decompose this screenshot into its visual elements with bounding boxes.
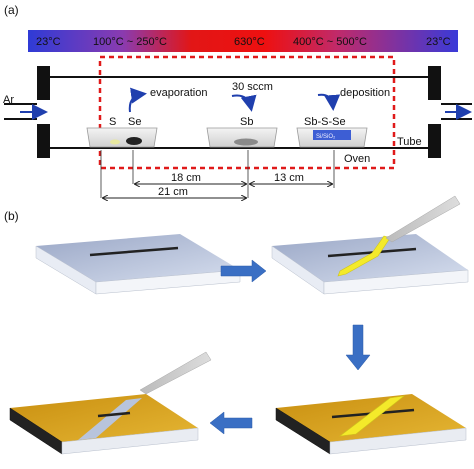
s-powder [110, 139, 120, 145]
deposition-arrow [317, 93, 341, 111]
step1-channel-line [89, 246, 179, 257]
temp-right-end: 23°C [426, 36, 451, 48]
step4-channel-line [97, 411, 131, 418]
oven-label: Oven [344, 153, 370, 165]
tube-label: Tube [397, 136, 422, 148]
temp-zone1: 100°C ~ 250°C [93, 36, 167, 48]
temp-left-end: 23°C [36, 36, 61, 48]
panel-b-label: (b) [4, 209, 19, 223]
temperature-bar [28, 30, 458, 52]
evaporation-label: evaporation [150, 87, 208, 99]
substrate-chip [313, 130, 351, 140]
boat-left [86, 127, 158, 148]
left-flange-bottom [37, 124, 50, 158]
left-flange-top [37, 66, 50, 100]
flow-label: 30 sccm [232, 81, 273, 93]
deposition-label: deposition [340, 87, 390, 99]
panel-a-label: (a) [4, 3, 19, 17]
gas-label: Ar [3, 94, 14, 106]
temp-zone2: 630°C [234, 36, 265, 48]
evaporation-arrow [128, 87, 147, 113]
step4-needle [139, 351, 212, 395]
step4-substrate [9, 351, 212, 455]
boat-label-sb: Sb [240, 116, 253, 128]
boat-right: Si/SiO₂ [296, 127, 368, 148]
step1-substrate [35, 234, 241, 295]
distance-13cm: 13 cm [274, 172, 304, 184]
se-powder [126, 137, 142, 145]
flow-arrow [231, 94, 257, 112]
boat-label-sbsse: Sb-S-Se [304, 116, 346, 128]
substrate-label: Si/SiO₂ [316, 134, 336, 140]
right-flange-bottom [428, 124, 441, 158]
oven-border [98, 55, 396, 170]
boat-label-s: S [109, 116, 116, 128]
process-arrow-left [209, 411, 253, 435]
boat-label-se: Se [128, 116, 141, 128]
distance-21cm: 21 cm [158, 186, 188, 198]
step3-substrate [275, 394, 467, 455]
right-flange-top [428, 66, 441, 100]
boat-middle [206, 127, 278, 148]
step4-gap [78, 398, 142, 440]
temp-zone3: 400°C ~ 500°C [293, 36, 367, 48]
process-arrow-right [220, 259, 267, 283]
step3-yellow-tape [338, 395, 406, 437]
step2-substrate [271, 195, 469, 295]
step2-yellow-tape [337, 235, 391, 277]
process-arrow-down [345, 324, 371, 371]
sb-powder [234, 138, 258, 146]
step2-needle [385, 195, 461, 243]
distance-18cm: 18 cm [171, 172, 201, 184]
